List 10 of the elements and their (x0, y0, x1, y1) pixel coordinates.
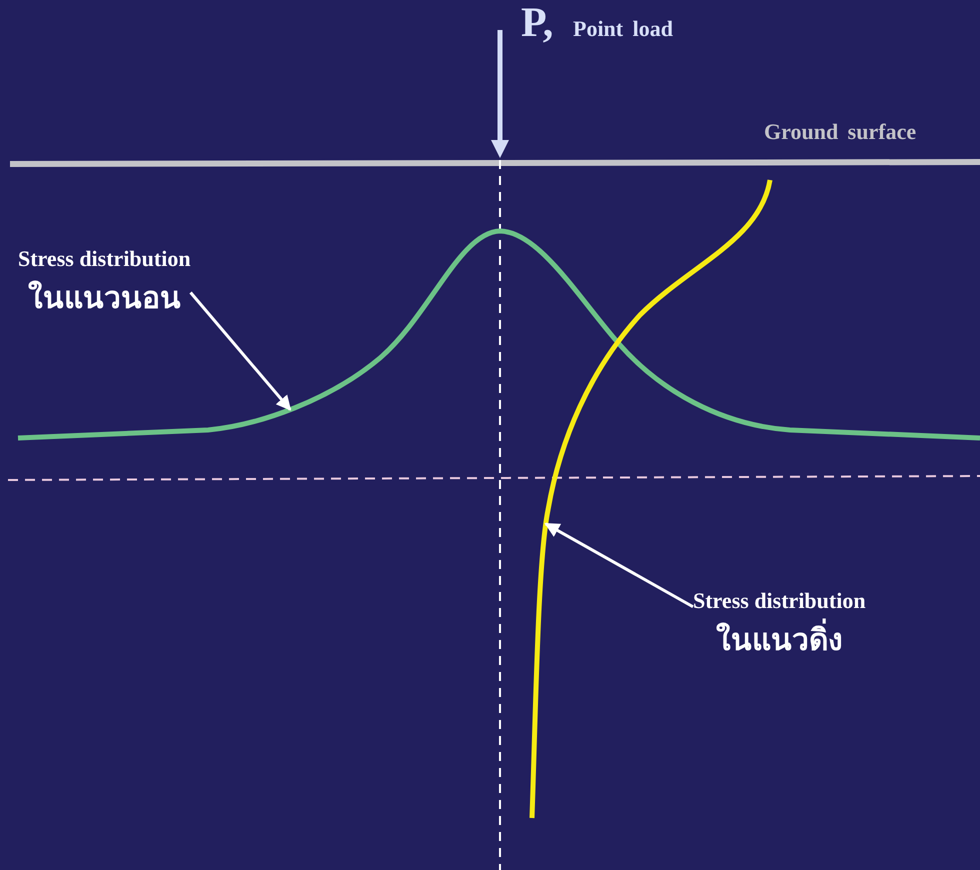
stress-curve (18, 228, 980, 440)
leader-line (544, 522, 694, 608)
callout-subtext: ในแนวนอน (26, 280, 182, 317)
ground-surface-label: Ground surface (764, 120, 916, 144)
load-label: Point load (573, 17, 673, 42)
callout-subtext: ในแนวดิ่ง (693, 616, 866, 663)
callout-text: Stress distribution (693, 588, 866, 614)
callout-text: Stress distribution (18, 246, 191, 272)
load-symbol: P, (521, 0, 554, 46)
leader-line (189, 292, 292, 411)
